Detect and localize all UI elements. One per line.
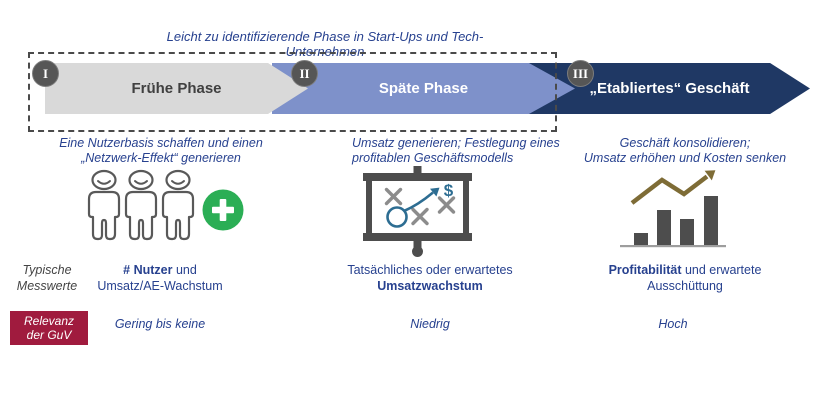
phase-number-badge-3: III <box>567 60 594 87</box>
phase2-metric: Tatsächliches oder erwartetes Umsatzwach… <box>347 263 513 293</box>
phase-title: Frühe Phase <box>131 80 222 97</box>
phase3-metric: Profitabilität und erwartete Ausschüttun… <box>608 263 762 293</box>
chart-baseline <box>620 245 726 248</box>
guv-relevance-label: Relevanz der GuV <box>10 311 88 345</box>
x-marks <box>384 187 456 226</box>
growth-arrow <box>630 170 716 205</box>
growth-bar-chart-icon <box>620 170 726 248</box>
board-frame <box>363 166 472 257</box>
dollar-icon: $ <box>444 181 454 200</box>
phase2-guv-relevance: Niedrig <box>410 317 450 331</box>
plus-icon <box>202 189 244 231</box>
users-with-plus-icon <box>87 169 244 241</box>
phase1-guv-relevance: Gering bis keine <box>114 317 206 331</box>
user-icon <box>124 169 158 241</box>
phase-title: Späte Phase <box>378 80 469 97</box>
phase1-description: Eine Nutzerbasis schaffen und einen „Net… <box>59 136 263 165</box>
chart-bars <box>634 196 718 245</box>
phase3-description: Geschäft konsolidieren; Umsatz erhöhen u… <box>583 136 787 165</box>
play-arrow <box>386 187 440 228</box>
strategy-board-icon: $ <box>363 166 472 257</box>
phase2-description: Umsatz generieren; Festlegung eines prof… <box>352 136 560 165</box>
user-icon <box>87 169 121 241</box>
phase-number-badge-2: II <box>291 60 318 87</box>
phase-arrow-fruehe-phase: Frühe Phase <box>45 63 308 114</box>
phase-number-badge-1: I <box>32 60 59 87</box>
metrics-row-label: Typische Messwerte <box>16 263 78 293</box>
phase-title: „Etabliertes“ Geschäft <box>589 80 750 97</box>
banner-label: Leicht zu identifizierende Phase in Star… <box>166 29 484 59</box>
phase-arrow-spaete-phase: Späte Phase <box>272 63 575 114</box>
phase1-metric: # Nutzer und Umsatz/AE-Wachstum <box>97 263 223 293</box>
user-icon <box>161 169 195 241</box>
phase3-guv-relevance: Hoch <box>658 317 688 331</box>
